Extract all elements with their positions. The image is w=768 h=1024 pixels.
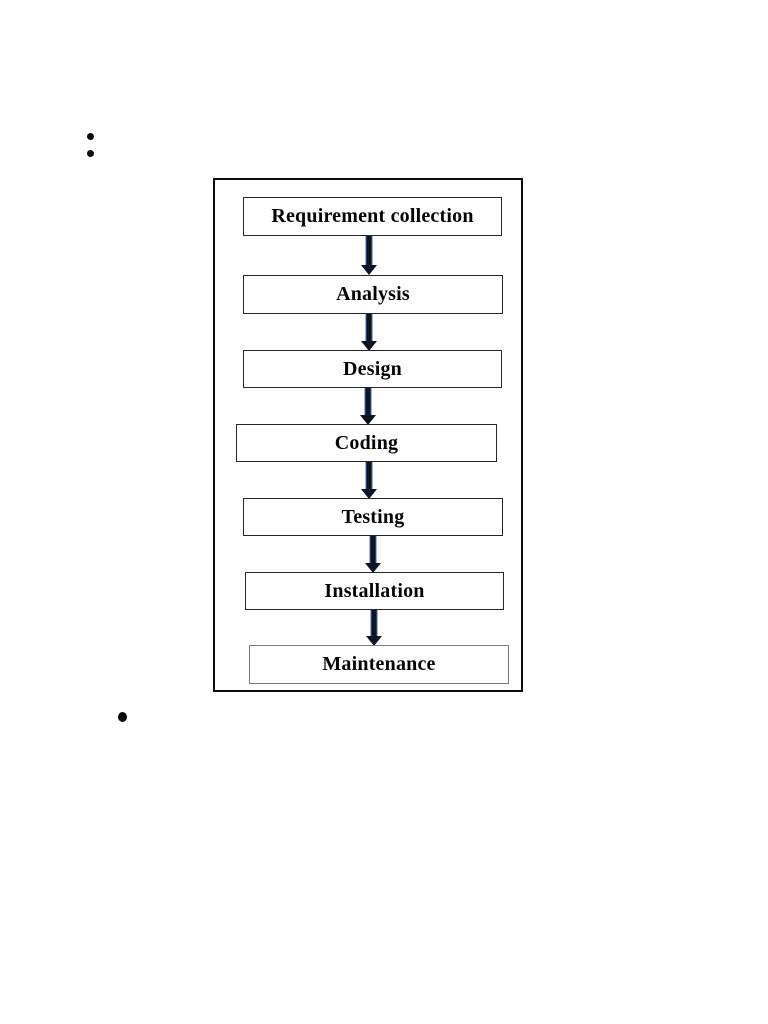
down-arrow-icon	[361, 462, 377, 499]
arrow-head	[361, 489, 377, 499]
step-label: Maintenance	[322, 653, 436, 675]
step-box-maintenance: Maintenance	[249, 645, 509, 684]
down-arrow-icon	[360, 388, 376, 425]
step-label: Coding	[334, 431, 399, 454]
step-box-testing: Testing	[243, 498, 503, 536]
step-box-requirement-collection: Requirement collection	[243, 197, 502, 236]
arrow-head	[366, 636, 382, 646]
arrow-shaft	[364, 388, 372, 416]
arrow-shaft	[365, 462, 373, 490]
arrow-shaft	[370, 610, 378, 637]
step-label: Installation	[324, 579, 425, 602]
bullet-icon	[87, 133, 94, 140]
down-arrow-icon	[361, 236, 377, 275]
step-box-analysis: Analysis	[243, 275, 503, 314]
bullet-icon	[87, 150, 94, 157]
arrow-head	[360, 415, 376, 425]
flowchart-frame: Requirement collection Analysis Design C…	[213, 178, 523, 692]
step-box-design: Design	[243, 350, 502, 388]
step-box-installation: Installation	[245, 572, 504, 610]
bullet-icon	[118, 712, 127, 722]
arrow-shaft	[369, 536, 377, 564]
down-arrow-icon	[365, 536, 381, 573]
step-label: Testing	[341, 505, 405, 528]
step-box-coding: Coding	[236, 424, 497, 462]
arrow-head	[361, 341, 377, 351]
arrow-shaft	[365, 236, 373, 266]
down-arrow-icon	[361, 314, 377, 351]
step-label: Design	[343, 357, 402, 380]
step-label: Requirement collection	[271, 205, 474, 227]
arrow-shaft	[365, 314, 373, 342]
down-arrow-icon	[366, 610, 382, 646]
arrow-head	[361, 265, 377, 275]
step-label: Analysis	[336, 283, 410, 305]
arrow-head	[365, 563, 381, 573]
